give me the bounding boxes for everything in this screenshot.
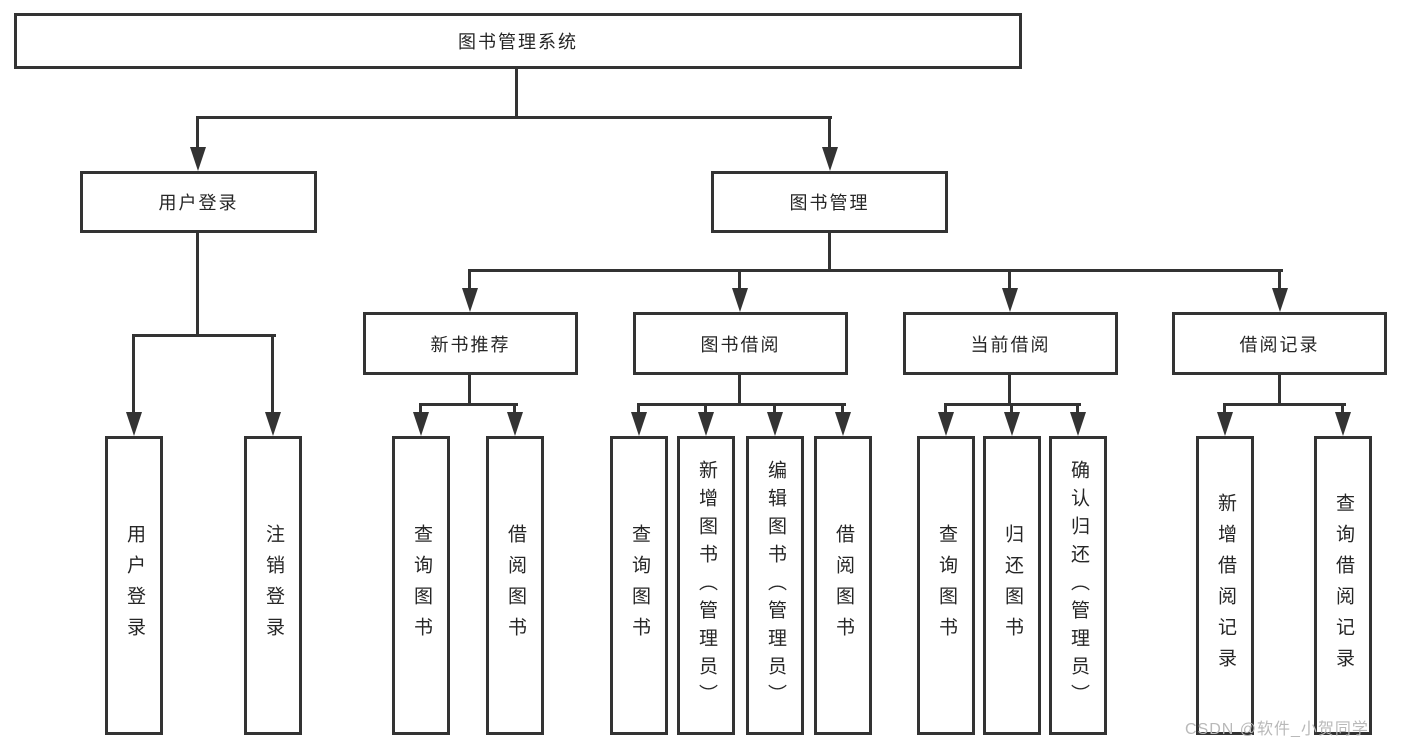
leaf-borrow-books-2-label: 借阅图书 bbox=[832, 523, 854, 648]
leaf-return-books-label: 归还图书 bbox=[1001, 523, 1023, 648]
connector-line bbox=[1223, 403, 1226, 417]
connector-line bbox=[944, 403, 947, 417]
connector-line bbox=[132, 334, 276, 337]
connector-line bbox=[513, 403, 516, 417]
leaf-borrow-books-1-label: 借阅图书 bbox=[504, 523, 526, 648]
leaf-logout: 注销登录 bbox=[244, 436, 302, 735]
leaf-query-books-2: 查询图书 bbox=[610, 436, 668, 735]
arrow-down-icon bbox=[190, 147, 206, 171]
leaf-return-books: 归还图书 bbox=[983, 436, 1041, 735]
node-user-login: 用户登录 bbox=[80, 171, 317, 233]
watermark: CSDN @软件_小贺同学 bbox=[1185, 721, 1369, 738]
leaf-user-login-label: 用户登录 bbox=[123, 523, 145, 648]
connector-line bbox=[704, 403, 707, 417]
connector-line bbox=[738, 269, 741, 293]
connector-line bbox=[271, 334, 274, 416]
arrow-down-icon bbox=[1002, 288, 1018, 312]
connector-line bbox=[841, 403, 844, 417]
connector-line bbox=[196, 116, 199, 148]
arrow-down-icon bbox=[938, 412, 954, 436]
leaf-add-borrow-record: 新增借阅记录 bbox=[1196, 436, 1254, 735]
leaf-query-books-3-label: 查询图书 bbox=[935, 523, 957, 648]
node-book-management-label: 图书管理 bbox=[789, 193, 870, 213]
arrow-down-icon bbox=[698, 412, 714, 436]
node-root: 图书管理系统 bbox=[14, 13, 1022, 69]
arrow-down-icon bbox=[767, 412, 783, 436]
connector-line bbox=[1278, 269, 1281, 293]
connector-line bbox=[515, 69, 518, 117]
leaf-query-books-3: 查询图书 bbox=[917, 436, 975, 735]
connector-line bbox=[1076, 403, 1079, 417]
connector-line bbox=[1341, 403, 1344, 417]
arrow-down-icon bbox=[1335, 412, 1351, 436]
connector-line bbox=[132, 334, 135, 416]
arrow-down-icon bbox=[126, 412, 142, 436]
arrow-down-icon bbox=[413, 412, 429, 436]
leaf-add-books-admin-label: 新增图书（管理员） bbox=[695, 459, 717, 712]
arrow-down-icon bbox=[1070, 412, 1086, 436]
connector-line bbox=[468, 269, 1283, 272]
node-user-login-label: 用户登录 bbox=[158, 193, 239, 213]
arrow-down-icon bbox=[462, 288, 478, 312]
arrow-down-icon bbox=[732, 288, 748, 312]
connector-line bbox=[738, 375, 741, 405]
connector-line bbox=[1010, 403, 1013, 417]
arrow-down-icon bbox=[631, 412, 647, 436]
leaf-add-borrow-record-label: 新增借阅记录 bbox=[1214, 492, 1236, 679]
node-borrowing-records: 借阅记录 bbox=[1172, 312, 1387, 375]
connector-line bbox=[1008, 375, 1011, 405]
node-new-book-recommend-label: 新书推荐 bbox=[430, 334, 511, 355]
leaf-borrow-books-2: 借阅图书 bbox=[814, 436, 872, 735]
connector-line bbox=[1278, 375, 1281, 405]
connector-line bbox=[468, 269, 471, 293]
leaf-query-books-2-label: 查询图书 bbox=[628, 523, 650, 648]
node-current-borrowing: 当前借阅 bbox=[903, 312, 1118, 375]
connector-line bbox=[196, 116, 832, 119]
leaf-query-borrow-record: 查询借阅记录 bbox=[1314, 436, 1372, 735]
leaf-user-login: 用户登录 bbox=[105, 436, 163, 735]
leaf-edit-books-admin-label: 编辑图书（管理员） bbox=[764, 459, 786, 712]
connector-line bbox=[637, 403, 846, 406]
node-root-label: 图书管理系统 bbox=[458, 32, 578, 52]
node-current-borrowing-label: 当前借阅 bbox=[970, 334, 1051, 355]
connector-line bbox=[828, 233, 831, 271]
leaf-confirm-return-admin-label: 确认归还（管理员） bbox=[1067, 459, 1089, 712]
leaf-logout-label: 注销登录 bbox=[262, 523, 284, 648]
connector-line bbox=[773, 403, 776, 417]
arrow-down-icon bbox=[822, 147, 838, 171]
connector-line bbox=[196, 233, 199, 336]
connector-line bbox=[419, 403, 422, 417]
connector-line bbox=[419, 403, 518, 406]
node-book-borrowing-label: 图书借阅 bbox=[700, 334, 781, 355]
leaf-query-borrow-record-label: 查询借阅记录 bbox=[1332, 492, 1354, 679]
arrow-down-icon bbox=[265, 412, 281, 436]
arrow-down-icon bbox=[1217, 412, 1233, 436]
node-borrowing-records-label: 借阅记录 bbox=[1239, 334, 1320, 355]
node-book-management: 图书管理 bbox=[711, 171, 948, 233]
arrow-down-icon bbox=[835, 412, 851, 436]
connector-line bbox=[1223, 403, 1346, 406]
leaf-add-books-admin: 新增图书（管理员） bbox=[677, 436, 735, 735]
arrow-down-icon bbox=[1272, 288, 1288, 312]
node-new-book-recommend: 新书推荐 bbox=[363, 312, 578, 375]
leaf-edit-books-admin: 编辑图书（管理员） bbox=[746, 436, 804, 735]
arrow-down-icon bbox=[507, 412, 523, 436]
arrow-down-icon bbox=[1004, 412, 1020, 436]
leaf-query-books-1-label: 查询图书 bbox=[410, 523, 432, 648]
connector-line bbox=[637, 403, 640, 417]
leaf-confirm-return-admin: 确认归还（管理员） bbox=[1049, 436, 1107, 735]
leaf-borrow-books-1: 借阅图书 bbox=[486, 436, 544, 735]
connector-line bbox=[828, 116, 831, 148]
leaf-query-books-1: 查询图书 bbox=[392, 436, 450, 735]
node-book-borrowing: 图书借阅 bbox=[633, 312, 848, 375]
connector-line bbox=[1008, 269, 1011, 293]
connector-line bbox=[468, 375, 471, 405]
